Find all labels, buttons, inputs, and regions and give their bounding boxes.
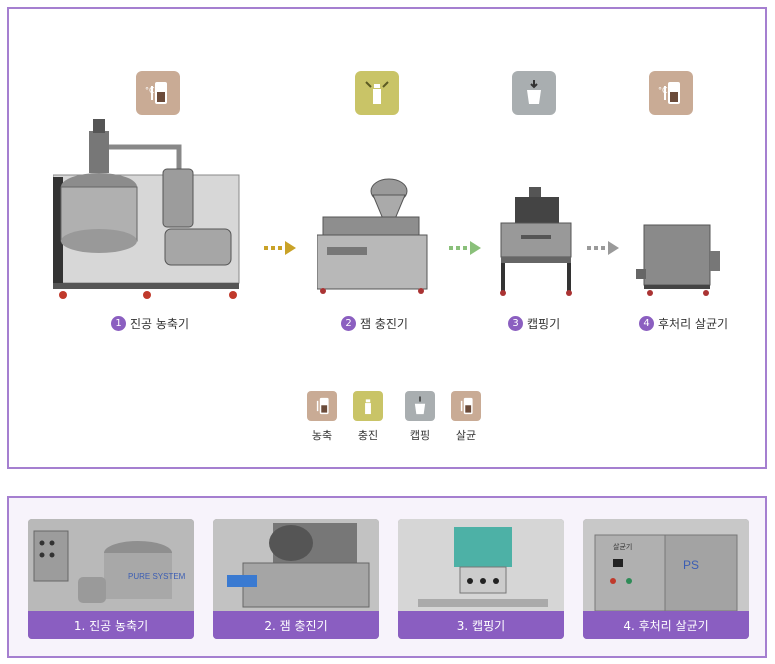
capping-icon — [512, 71, 556, 115]
legend-label: 충진 — [357, 429, 379, 442]
step-label-capper: 3 캡핑기 — [508, 315, 560, 332]
jam-filler-photo — [213, 519, 379, 611]
legend-item-capping: 캡핑 — [401, 391, 439, 443]
legend-item-sterilize: 살균 — [447, 391, 485, 443]
photo-card-jam-filler[interactable]: 2. 잼 충진기 — [213, 519, 379, 639]
photo-brand-text: PS — [683, 558, 699, 572]
flow-arrow — [587, 241, 619, 255]
flow-arrow — [449, 241, 481, 255]
step-label-jam-filler: 2 잼 충진기 — [341, 315, 408, 332]
photo-panel-text: 살균기 — [613, 542, 632, 551]
process-panel: °C °C — [7, 7, 767, 469]
photo-card-capper[interactable]: 3. 캡핑기 — [398, 519, 564, 639]
thermometer-tank-icon — [451, 391, 481, 421]
step-number: 3 — [508, 316, 523, 331]
capper-photo — [398, 519, 564, 611]
legend-item-concentrate: 농축 — [303, 391, 341, 443]
step-number: 2 — [341, 316, 356, 331]
step-name: 잼 충진기 — [360, 317, 408, 331]
capping-icon — [405, 391, 435, 421]
sterilizer-photo: 살균기 PS — [583, 519, 749, 611]
thermometer-tank-icon: °C — [649, 71, 693, 115]
legend-label: 살균 — [455, 429, 477, 442]
svg-text:°C: °C — [145, 86, 155, 95]
legend-item-fill: 충진 — [349, 391, 387, 443]
legend-label: 농축 — [311, 429, 333, 442]
svg-text:°C: °C — [658, 86, 668, 95]
thermometer-tank-icon: °C — [136, 71, 180, 115]
vacuum-concentrator-illustration — [53, 119, 240, 299]
bottle-fill-icon — [353, 391, 383, 421]
photo-card-sterilizer[interactable]: 살균기 PS 4. 후처리 살균기 — [583, 519, 749, 639]
thermometer-tank-icon — [307, 391, 337, 421]
vacuum-concentrator-photo: PURE SYSTEM — [28, 519, 194, 611]
step-label-vacuum-concentrator: 1 진공 농축기 — [111, 315, 189, 332]
photo-panel: PURE SYSTEM 1. 진공 농축기 2. 잼 충진기 3. 캡핑기 — [7, 496, 767, 658]
legend-label: 캡핑 — [409, 429, 431, 442]
step-number: 1 — [111, 316, 126, 331]
photo-caption: 2. 잼 충진기 — [213, 611, 379, 639]
step-name: 캡핑기 — [527, 317, 561, 331]
step-label-sterilizer: 4 후처리 살균기 — [639, 315, 728, 332]
sterilizer-illustration — [636, 224, 720, 296]
bottle-fill-icon — [355, 71, 399, 115]
photo-caption: 3. 캡핑기 — [398, 611, 564, 639]
step-name: 진공 농축기 — [130, 317, 190, 331]
jam-filler-illustration — [317, 178, 428, 294]
photo-caption: 1. 진공 농축기 — [28, 611, 194, 639]
photo-card-vacuum-concentrator[interactable]: PURE SYSTEM 1. 진공 농축기 — [28, 519, 194, 639]
capping-machine-illustration — [500, 187, 572, 296]
step-number: 4 — [639, 316, 654, 331]
photo-brand-text: PURE SYSTEM — [128, 572, 186, 581]
flow-arrow — [264, 241, 296, 255]
step-name: 후처리 살균기 — [658, 317, 729, 331]
photo-caption: 4. 후처리 살균기 — [583, 611, 749, 639]
